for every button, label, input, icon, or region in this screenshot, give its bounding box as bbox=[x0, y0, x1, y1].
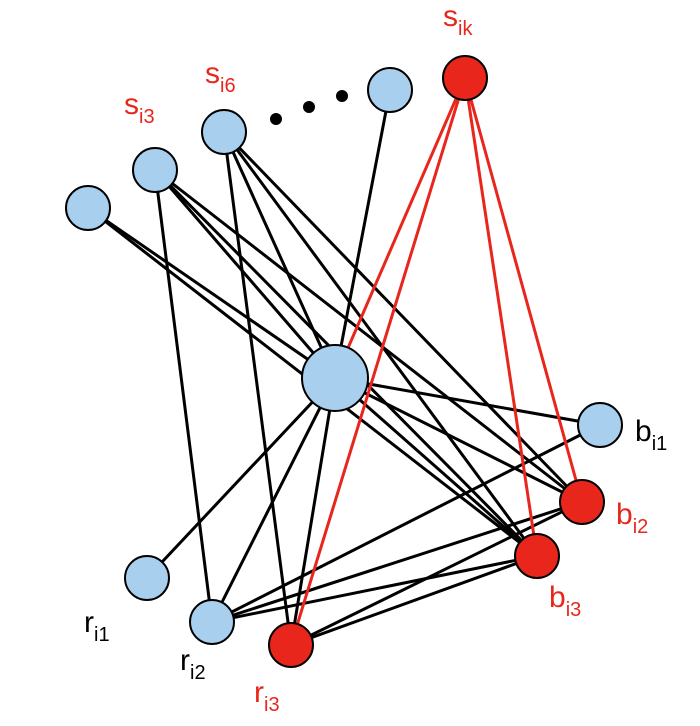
edge-s-i6-to-center bbox=[222, 130, 337, 380]
edge-center-to-b-i1 bbox=[333, 376, 602, 427]
edge-s-i6-to-b-i3 bbox=[222, 130, 539, 558]
edge-center-to-r-i1 bbox=[145, 376, 337, 580]
label-b-i2: bi2 bbox=[616, 498, 648, 538]
ellipsis-dot bbox=[336, 90, 348, 102]
node-center bbox=[301, 344, 369, 412]
label-subscript: i3 bbox=[566, 599, 582, 621]
label-subscript: i2 bbox=[190, 662, 206, 684]
label-subscript: i6 bbox=[220, 75, 236, 97]
label-base: r bbox=[84, 606, 94, 639]
edge-left-to-center bbox=[86, 206, 337, 380]
ellipsis-dot bbox=[270, 113, 282, 125]
node-r-i1 bbox=[124, 555, 170, 601]
label-subscript: ik bbox=[458, 18, 473, 40]
label-subscript: i3 bbox=[264, 694, 280, 716]
edge-s-i6-to-r-i3 bbox=[222, 130, 293, 647]
label-base: b bbox=[549, 581, 566, 614]
label-subscript: i1 bbox=[652, 433, 668, 455]
label-s-i3: si3 bbox=[124, 88, 155, 128]
ellipsis bbox=[270, 90, 348, 125]
label-base: r bbox=[180, 644, 190, 677]
edge-b-i1-to-r-i2 bbox=[210, 423, 602, 624]
label-base: b bbox=[635, 415, 652, 448]
label-base: r bbox=[254, 676, 264, 709]
edge-b-i3-to-r-i3 bbox=[289, 554, 539, 647]
label-subscript: i3 bbox=[139, 106, 155, 128]
label-r-i3: ri3 bbox=[254, 676, 280, 716]
edge-s-ik-to-b-i3 bbox=[463, 76, 539, 558]
label-r-i2: ri2 bbox=[180, 644, 206, 684]
node-s-i3 bbox=[132, 147, 178, 193]
label-b-i1: bi1 bbox=[635, 415, 667, 455]
edge-b-i3-to-r-i2 bbox=[210, 554, 539, 624]
nodes-layer bbox=[65, 55, 623, 668]
ellipsis-dot bbox=[303, 101, 315, 113]
node-b-i1 bbox=[577, 402, 623, 448]
edge-s-i3-to-r-i2 bbox=[153, 168, 214, 624]
node-r-i3 bbox=[268, 622, 314, 668]
label-base: s bbox=[124, 88, 139, 121]
node-s-i6 bbox=[201, 109, 247, 155]
label-s-ik: sik bbox=[443, 0, 473, 40]
edge-s-ik-to-r-i3 bbox=[289, 76, 467, 647]
node-s-ik bbox=[442, 55, 488, 101]
label-base: s bbox=[443, 0, 458, 33]
edge-s-i3-to-b-i2 bbox=[153, 168, 584, 504]
label-r-i1: ri1 bbox=[84, 606, 110, 646]
label-subscript: i1 bbox=[94, 624, 110, 646]
label-base: b bbox=[616, 498, 633, 531]
label-base: s bbox=[205, 57, 220, 90]
edge-s-i4-to-center bbox=[333, 88, 392, 380]
edge-s-ik-to-center bbox=[333, 76, 467, 380]
edge-center-to-r-i2 bbox=[210, 376, 337, 624]
edge-b-i2-to-r-i2 bbox=[210, 500, 584, 624]
label-s-i6: si6 bbox=[205, 57, 236, 97]
node-s-i4 bbox=[367, 67, 413, 113]
label-b-i3: bi3 bbox=[549, 581, 581, 621]
edge-center-to-b-i2 bbox=[333, 376, 584, 504]
edge-center-to-r-i3 bbox=[289, 376, 337, 647]
node-r-i2 bbox=[189, 599, 235, 645]
edge-s-ik-to-b-i2 bbox=[463, 76, 584, 504]
label-subscript: i2 bbox=[633, 516, 649, 538]
edge-s-i3-to-center bbox=[153, 168, 337, 380]
edges-layer bbox=[86, 76, 602, 647]
edge-s-i6-to-b-i2 bbox=[222, 130, 584, 504]
node-b-i2 bbox=[559, 479, 605, 525]
node-b-i3 bbox=[514, 533, 560, 579]
node-left bbox=[65, 185, 111, 231]
